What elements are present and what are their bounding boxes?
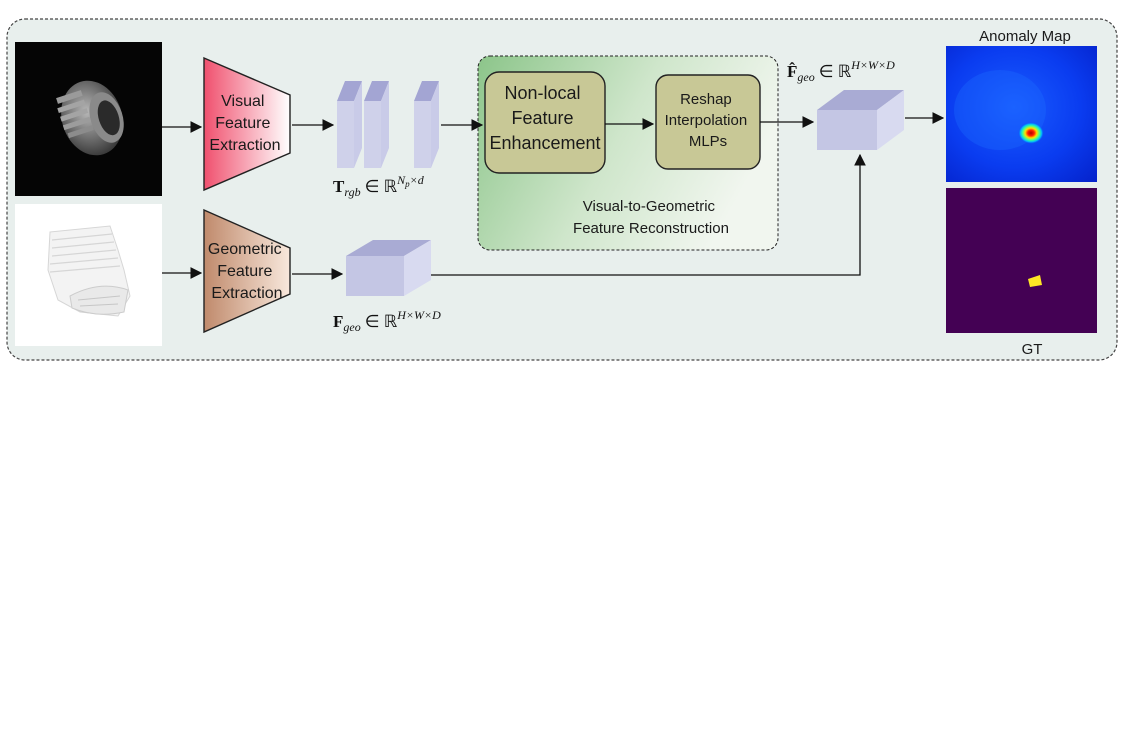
ground-truth-image [946,188,1097,333]
visual-block-line-2: Feature [215,115,270,132]
visual-block-line-3: Extraction [209,137,280,154]
token-slab-2 [364,81,389,168]
f-geo-label: Fgeo∈ ℝH×W×D [333,308,441,334]
token-slab-1 [337,81,362,168]
visual-feature-extraction-block: Visual Feature Extraction [203,56,291,192]
geometric-feature-extraction-block: Geometric Feature Extraction [203,208,291,334]
nonlocal-enhancement-block: Non-local Feature Enhancement [484,71,606,174]
geometric-feature-cube [346,240,431,296]
arrows [162,112,945,280]
geometric-block-line-1: Geometric [208,241,282,258]
svg-text:Visual-to-Geometric Feat: Visual-to-Geometric Feature Reconstructi… [573,198,729,237]
rgb-input-image [15,42,162,196]
reshape-interpolation-block: Reshap Interpolation MLPs [655,74,761,170]
reconstruction-label-line-1: Visual-to-Geometric [583,198,716,215]
t-rgb-label: Trgb∈ ℝNp×d [333,173,425,199]
gt-title: GT [1022,341,1043,358]
reconstruction-label-line-2: Feature Reconstruction [573,220,729,237]
geometric-block-line-2: Feature [217,263,272,280]
token-slab-3 [414,81,439,168]
arrow-geo-cube-to-recon-cube [431,153,866,276]
svg-text:Non-local Feature: Non-local Feature Enhancement [489,83,600,153]
svg-text:Geometric Feature: Geometric Feature Extraction [208,241,286,302]
nonlocal-line-1: Non-local [504,83,580,103]
svg-text:Reshap Interpolation: Reshap Interpolation MLPs [665,91,752,150]
anomaly-map-image [946,46,1097,182]
nonlocal-line-2: Feature [511,108,573,128]
anomaly-map-title: Anomaly Map [979,28,1071,45]
reshape-line-2: Interpolation [665,112,748,129]
geometric-block-line-3: Extraction [211,285,282,302]
reconstructed-feature-cube [817,90,904,150]
nonlocal-line-3: Enhancement [489,133,600,153]
rgb-token-slabs [337,81,439,168]
f-geo-hat-label: F̂geo∈ ℝH×W×D [787,58,895,84]
svg-text:Visual Feature Ext: Visual Feature Extraction [209,93,280,154]
point-cloud-input-image [15,204,162,346]
reshape-line-3: MLPs [689,133,727,150]
reshape-line-1: Reshap [680,91,732,108]
visual-block-line-1: Visual [221,93,264,110]
